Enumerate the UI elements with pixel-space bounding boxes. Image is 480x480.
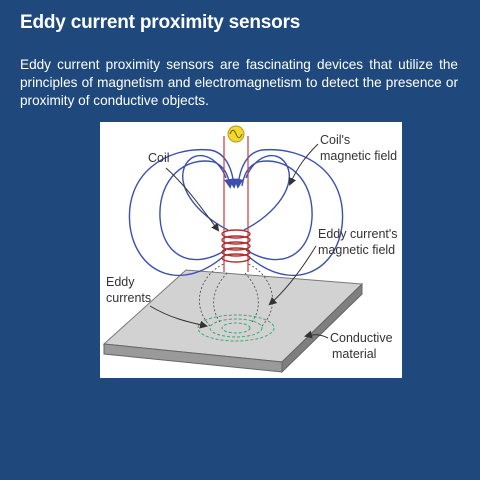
label-eddy-field-line1: Eddy current's — [318, 227, 398, 241]
slide-title: Eddy current proximity sensors — [20, 12, 301, 33]
label-conductive-line1: Conductive — [330, 331, 393, 345]
eddy-field-lines — [199, 263, 273, 327]
conductive-plate — [102, 269, 364, 374]
eddy-current-diagram: Coil Coil's magnetic field Eddy current'… — [100, 122, 402, 378]
label-coil-field-line1: Coil's — [320, 133, 350, 147]
label-coil: Coil — [148, 151, 170, 165]
label-eddy-field-line2: magnetic field — [318, 243, 395, 257]
diagram-svg: Coil Coil's magnetic field Eddy current'… — [102, 125, 398, 374]
ac-source-icon — [227, 125, 245, 143]
slide-body-text: Eddy current proximity sensors are fasci… — [20, 57, 458, 108]
coil-field-lines — [128, 148, 344, 276]
label-conductive-line2: material — [332, 347, 376, 361]
coil — [221, 229, 251, 263]
label-eddy-currents-line2: currents — [106, 291, 151, 305]
label-eddy-currents-line1: Eddy — [106, 275, 135, 289]
eddy-current-loops — [197, 314, 275, 342]
callout-lines — [149, 143, 329, 339]
label-coil-field-line2: magnetic field — [320, 149, 397, 163]
coil-wires — [223, 136, 249, 272]
